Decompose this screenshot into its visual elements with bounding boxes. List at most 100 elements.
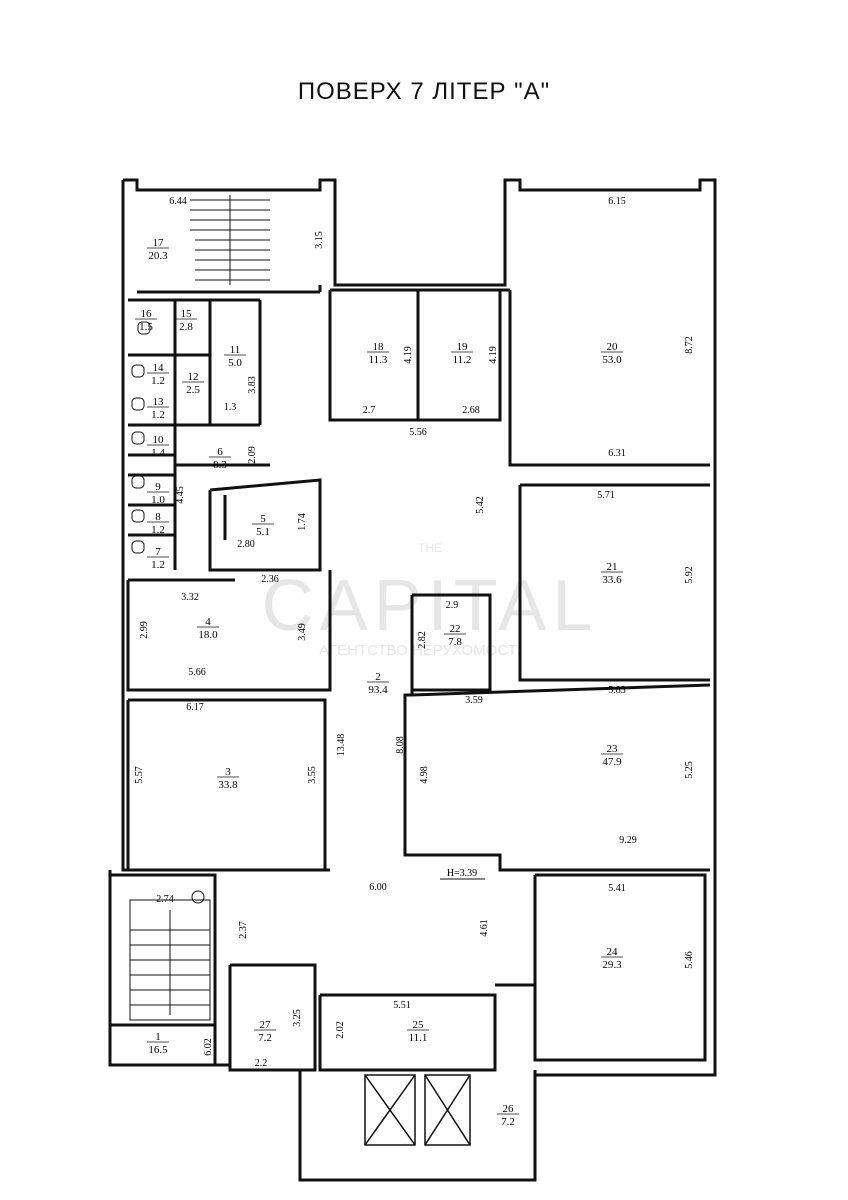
room-area: 47.9 (602, 756, 622, 768)
room-number: 19 (457, 341, 469, 353)
dimension-label: 1.3 (224, 402, 237, 413)
dimension-label: 5.92 (684, 566, 695, 584)
room-area: 20.3 (148, 250, 168, 262)
room-area: 1.5 (139, 321, 153, 333)
room-number: 15 (181, 308, 193, 320)
dimension-label: 2.99 (139, 621, 150, 639)
room-area: 11.1 (409, 1032, 428, 1044)
room-area: 18.0 (198, 629, 218, 641)
dimension-label: 4.98 (419, 766, 430, 784)
dimension-label: 5.83 (608, 685, 626, 696)
dimension-label: 3.49 (297, 623, 308, 641)
room-area: 7.2 (501, 1116, 515, 1128)
room-number: 22 (450, 623, 461, 635)
elevator-shafts (364, 1074, 471, 1146)
dimension-label: 2.2 (255, 1058, 268, 1069)
dimension-label: 2.37 (238, 921, 249, 939)
floor-title: ПОВЕРХ 7 ЛІТЕР "А" (297, 78, 551, 105)
dimension-label: 2.36 (261, 574, 279, 585)
room-area: 2.5 (186, 384, 200, 396)
dimension-label: 1.74 (297, 513, 308, 531)
dimension-label: 3.83 (247, 376, 258, 394)
room-number: 9 (155, 481, 161, 493)
dimension-label: 8.72 (684, 336, 695, 354)
room-number: 14 (153, 362, 165, 374)
room-area: 1.0 (151, 494, 165, 506)
dimension-label: 6.00 (369, 882, 387, 893)
dimension-label: 3.25 (292, 1009, 303, 1027)
dimension-label: 6.17 (186, 702, 204, 713)
room-number: 17 (153, 237, 165, 249)
dimension-label: 2.82 (417, 631, 428, 649)
dimension-label: 5.25 (684, 761, 695, 779)
room-number: 27 (260, 1019, 272, 1031)
room-number: 20 (607, 341, 619, 353)
room-area: 11.2 (453, 354, 472, 366)
dimension-label: 5.51 (393, 1000, 411, 1011)
room-layer: 116.5293.4333.8418.055.168.371.281.291.0… (135, 237, 623, 1128)
room-number: 21 (607, 561, 618, 573)
room-area: 7.8 (448, 636, 462, 648)
room-number: 11 (230, 344, 241, 356)
dimension-label: 5.56 (409, 427, 427, 438)
room-area: 7.2 (258, 1032, 272, 1044)
walls (108, 178, 717, 1182)
room-area: 33.6 (602, 574, 622, 586)
room-number: 6 (217, 446, 223, 458)
dimension-label: 3.15 (314, 231, 325, 249)
dimension-label: 2.02 (335, 1021, 346, 1039)
room-number: 18 (373, 341, 385, 353)
room-number: 5 (260, 513, 266, 525)
room-number: 2 (375, 671, 381, 683)
watermark-main: CAPITAL (262, 566, 599, 646)
room-area: 8.3 (213, 459, 227, 471)
room-area: 5.0 (228, 357, 242, 369)
room-area: 93.4 (368, 684, 388, 696)
room-area: 2.8 (179, 321, 193, 333)
dimension-label: 2.9 (446, 600, 459, 611)
room-number: 25 (413, 1019, 425, 1031)
room-number: 24 (607, 946, 619, 958)
dimension-label: 2.68 (462, 405, 480, 416)
dimension-label: 5.42 (475, 496, 486, 514)
room-area: 33.8 (218, 779, 238, 791)
dimension-label: 5.41 (608, 883, 626, 894)
room-number: 3 (225, 766, 231, 778)
dimension-label: 3.59 (465, 695, 483, 706)
dimension-label: 6.44 (169, 196, 187, 207)
dimension-label: 3.32 (181, 592, 199, 603)
toilet-icons (131, 321, 205, 904)
dimension-label: 9.29 (619, 835, 637, 846)
stairs-upper (190, 195, 270, 285)
room-area: 11.3 (369, 354, 388, 366)
dimension-label: 2.80 (237, 539, 255, 550)
room-number: 7 (155, 546, 161, 558)
dimension-label: 6.31 (608, 448, 626, 459)
dimension-label: 8.08 (395, 736, 406, 754)
dimension-label: 5.71 (597, 490, 615, 501)
room-area: 16.5 (148, 1044, 168, 1056)
dimension-label: 2.09 (247, 446, 258, 464)
room-number: 23 (607, 743, 619, 755)
dimension-label: 6.15 (608, 196, 626, 207)
room-area: 29.3 (602, 959, 622, 971)
room-area: 1.2 (151, 375, 165, 387)
dimension-label: 3.55 (307, 766, 318, 784)
dimension-label: 13.48 (336, 734, 347, 757)
dimension-label: 4.45 (175, 486, 186, 504)
room-number: 1 (155, 1031, 161, 1043)
dimension-label: 6.02 (203, 1038, 214, 1056)
room-area: 1.2 (151, 524, 165, 536)
room-area: 1.2 (151, 559, 165, 571)
room-number: 4 (205, 616, 211, 628)
room-number: 16 (141, 308, 153, 320)
room-number: 12 (188, 371, 199, 383)
dimension-label: 2.74 (156, 894, 174, 905)
dimension-label: 5.57 (134, 766, 145, 784)
watermark-top: THE (418, 541, 442, 555)
dimension-label: 2.7 (363, 405, 376, 416)
dimension-label: 4.19 (403, 346, 414, 364)
room-area: 1.2 (151, 409, 165, 421)
